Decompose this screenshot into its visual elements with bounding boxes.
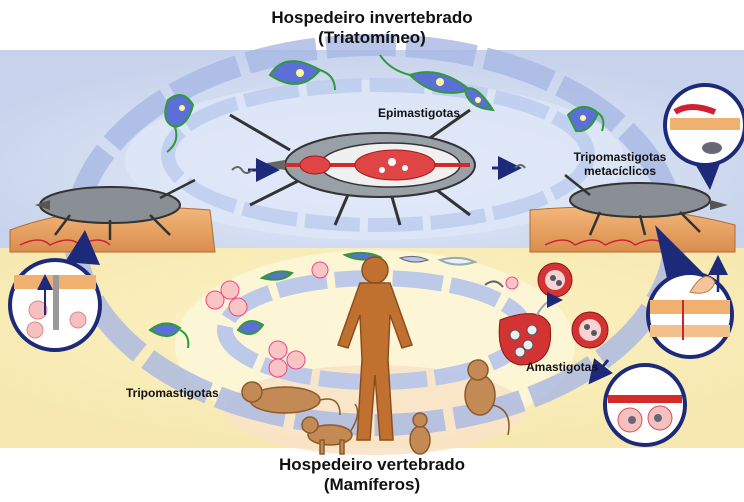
amastigote-infected-cell-icon [499,314,550,365]
metacyclic-label-line2: metacíclicos [555,164,685,178]
infected-cells-inset [605,365,685,445]
epimastigotas-label: Epimastigotas [378,106,460,120]
small-cat-icon [410,413,430,454]
amastigotas-label: Amastigotas [526,360,598,374]
vertebrate-host-title-line1: Hospedeiro vertebrado [222,455,522,475]
metacyclic-label-line1: Tripomastigotas [555,150,685,164]
invertebrate-host-title-line2: (Triatomíneo) [222,28,522,48]
amastigote-infected-cell-icon [538,263,572,297]
invertebrate-host-title-line1: Hospedeiro invertebrado [222,8,522,28]
metacyclic-trypomastigotes-label: Tripomastigotas metacíclicos [555,150,685,178]
invertebrate-host-title: Hospedeiro invertebrado (Triatomíneo) [222,8,522,48]
vertebrate-host-title-line2: (Mamíferos) [222,475,522,495]
amastigote-infected-cell-icon [572,312,608,348]
tripomastigotas-label: Tripomastigotas [126,386,219,400]
vertebrate-host-title: Hospedeiro vertebrado (Mamíferos) [222,455,522,495]
